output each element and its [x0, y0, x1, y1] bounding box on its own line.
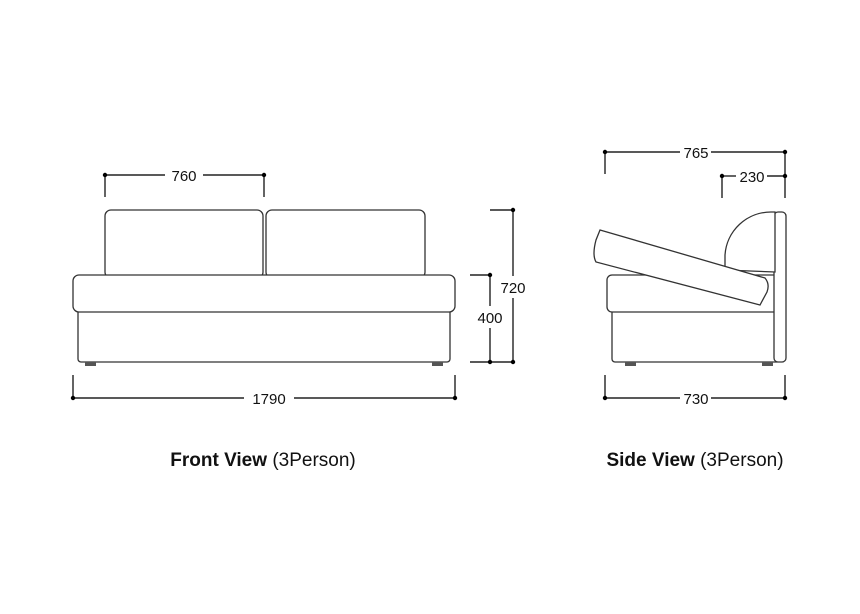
svg-text:765: 765: [683, 145, 708, 162]
dimension-back-depth: 230: [719, 169, 788, 198]
sofa-base: [77, 307, 451, 363]
side-view-drawing: [593, 211, 787, 366]
front-view-title: Front View: [170, 450, 268, 471]
dimension-total-depth: 765: [602, 145, 788, 174]
foot-left: [85, 362, 96, 366]
front-view-drawing: [72, 209, 456, 366]
svg-text:1790: 1790: [252, 391, 285, 408]
side-backrest: [724, 211, 776, 273]
dimension-seat-height: 400: [470, 272, 503, 365]
dimension-total-height: 720: [490, 207, 526, 365]
foot-right: [432, 362, 443, 366]
svg-text:400: 400: [477, 310, 502, 327]
back-cushion-left: [104, 209, 264, 279]
back-cushion-right: [265, 209, 426, 279]
dimension-cushion-width: 760: [102, 168, 267, 197]
side-base: [611, 307, 781, 363]
seat-cushion: [72, 274, 456, 313]
svg-text:760: 760: [171, 168, 196, 185]
side-view-caption: Side View (3Person): [606, 450, 783, 472]
svg-text:720: 720: [500, 280, 525, 297]
tilted-seat-cushion: [593, 229, 769, 306]
front-view-caption: Front View (3Person): [170, 450, 355, 472]
svg-text:730: 730: [683, 391, 708, 408]
side-view-title: Side View: [606, 450, 695, 471]
front-view-subtitle: (3Person): [272, 450, 356, 471]
side-back-panel: [773, 211, 787, 363]
side-view-subtitle: (3Person): [700, 450, 784, 471]
svg-text:230: 230: [739, 169, 764, 186]
dimension-base-depth: 730: [602, 375, 788, 408]
dimension-total-width: 1790: [70, 375, 458, 408]
